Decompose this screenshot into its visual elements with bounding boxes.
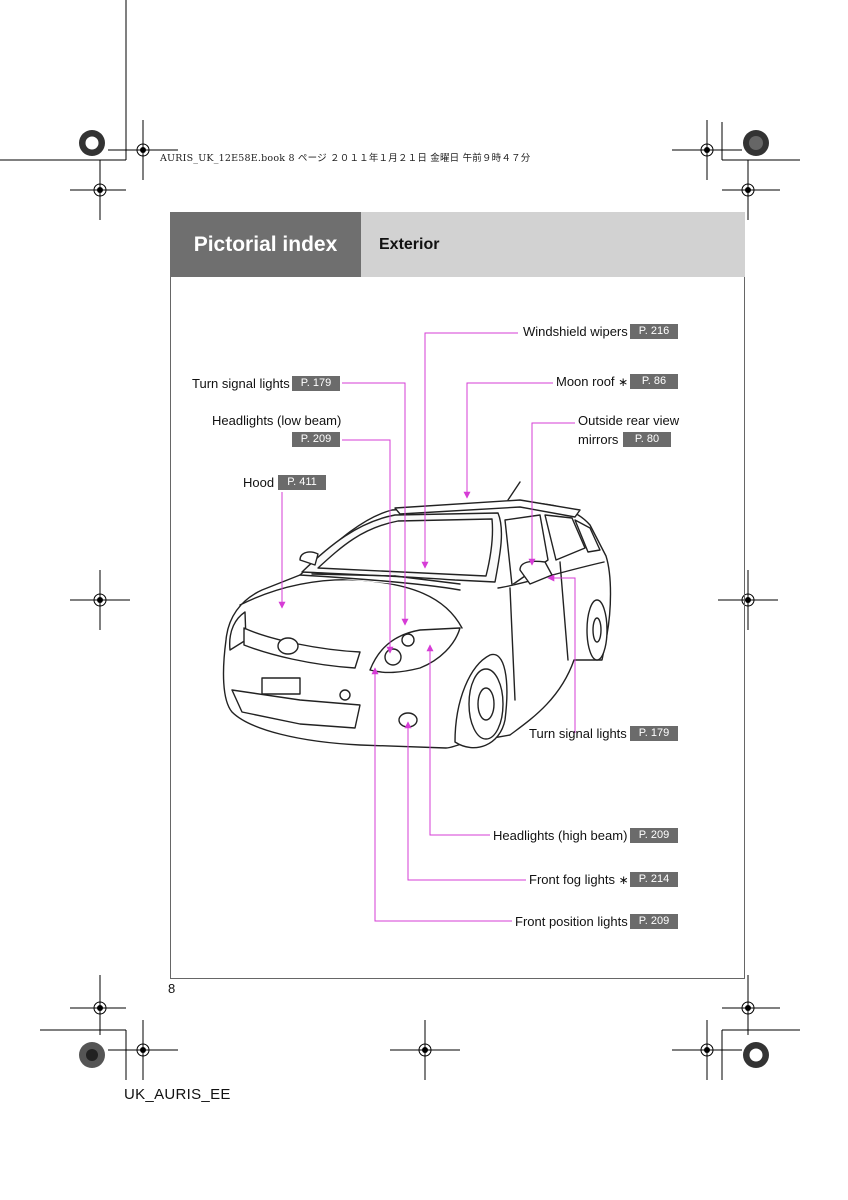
front-fog-text: Front fog lights (529, 872, 615, 887)
front-fog-note: ∗ (618, 873, 629, 887)
print-header: AURIS_UK_12E58E.book 8 ページ ２０１１年１月２１日 金曜… (160, 153, 531, 164)
leader-turn-signal-front (342, 382, 409, 626)
front-fog-ref[interactable]: P. 214 (630, 872, 678, 887)
page-number: 8 (168, 981, 176, 996)
front-position-ref[interactable]: P. 209 (630, 914, 678, 929)
turn-signal-side-ref[interactable]: P. 179 (630, 726, 678, 741)
windshield-wipers-label: Windshield wipers (523, 324, 628, 339)
leader-front-position (371, 667, 512, 922)
outside-mirrors-label-2: mirrors (578, 432, 619, 447)
leader-front-fog (404, 721, 526, 881)
windshield-wipers-ref[interactable]: P. 216 (630, 324, 678, 339)
leader-outside-mirrors (528, 422, 575, 566)
moon-roof-note: ∗ (618, 375, 629, 389)
moon-roof-text: Moon roof (556, 374, 615, 389)
headlights-high-label: Headlights (high beam) (493, 828, 628, 843)
hood-label: Hood (243, 475, 275, 490)
headlights-low-ref[interactable]: P. 209 (292, 432, 340, 447)
footer-code: UK_AURIS_EE (124, 1086, 231, 1103)
headlights-low-label: Headlights (low beam) (212, 413, 342, 428)
turn-signal-side-label: Turn signal lights (529, 726, 627, 741)
turn-signal-front-ref[interactable]: P. 179 (292, 376, 340, 391)
outside-mirrors-ref[interactable]: P. 80 (623, 432, 671, 447)
leader-moon-roof (463, 382, 553, 499)
outside-mirrors-label-1: Outside rear view (578, 413, 680, 428)
moon-roof-ref[interactable]: P. 86 (630, 374, 678, 389)
leader-turn-signal-side (547, 574, 576, 733)
moon-roof-label: Moon roof ∗ (556, 374, 628, 389)
leader-headlights-low (342, 439, 394, 654)
front-fog-label: Front fog lights ∗ (529, 872, 629, 887)
front-position-label: Front position lights (515, 914, 628, 929)
subsection-title: Exterior (361, 212, 745, 277)
leader-windshield-wipers (421, 332, 518, 569)
content-frame (170, 277, 745, 979)
section-tab: Pictorial index (170, 212, 361, 277)
headlights-high-ref[interactable]: P. 209 (630, 828, 678, 843)
leader-headlights-high (426, 644, 490, 836)
turn-signal-front-label: Turn signal lights (192, 376, 290, 391)
hood-ref[interactable]: P. 411 (278, 475, 326, 490)
